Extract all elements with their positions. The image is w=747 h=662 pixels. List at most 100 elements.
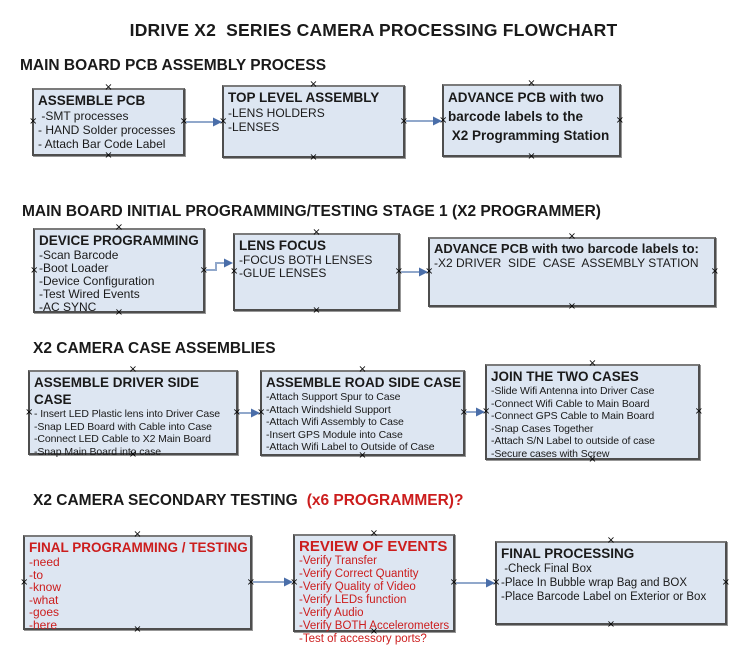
arrow-device-programming-to-lens-focus[interactable] <box>206 258 233 271</box>
arrow-final-programming-to-review[interactable] <box>253 577 293 587</box>
arrow-top-level-to-advance-pcb[interactable] <box>406 116 442 126</box>
list-item: -Scan Barcode <box>39 248 119 262</box>
list-item: - Insert LED Plastic lens into Driver Ca… <box>34 408 221 420</box>
list-item: -Test Wired Events <box>39 287 140 301</box>
list-item: X2 Programming Station <box>448 128 610 143</box>
connection-anchor-icon: × <box>114 222 124 233</box>
box-join-the-two-cases[interactable]: JOIN THE TWO CASES -Slide Wifi Antenna i… <box>482 359 703 465</box>
box-assemble-road-side-case[interactable]: ASSEMBLE ROAD SIDE CASE -Attach Support … <box>257 365 468 461</box>
box-items: -FOCUS BOTH LENSES-GLUE LENSES <box>239 254 398 280</box>
list-item: -Snap Cases Together <box>491 422 594 435</box>
list-item: -Secure cases with Screw <box>491 447 610 460</box>
connection-anchor-icon: × <box>219 115 228 127</box>
box-final-processing[interactable]: FINAL PROCESSING -Check Final Box -Place … <box>492 536 730 630</box>
box-review-of-events[interactable]: REVIEW OF EVENTS -Verify Transfer-Verify… <box>290 529 458 646</box>
arrow-driver-case-to-road-case[interactable] <box>239 408 260 418</box>
connection-anchor-icon: × <box>290 577 299 588</box>
arrow-assemble-pcb-to-top-level[interactable] <box>186 117 222 127</box>
list-item: -know <box>29 580 62 594</box>
list-item: -to <box>29 567 44 582</box>
connection-anchor-icon: × <box>439 114 448 126</box>
section-heading-secondary-testing-red: (x6 PROGRAMMER)? <box>306 492 464 509</box>
box-title: TOP LEVEL ASSEMBLY <box>228 90 380 105</box>
connection-anchor-icon: × <box>257 407 266 418</box>
box-items: -X2 DRIVER SIDE CASE ASSEMBLY STATION <box>434 257 714 270</box>
connection-anchor-icon: × <box>369 528 379 539</box>
arrow-review-to-final-processing[interactable] <box>456 578 495 588</box>
box-items: -Check Final Box -Place In Bubble wrap Ba… <box>501 562 725 604</box>
list-item: -goes <box>29 605 60 619</box>
list-item: -Attach S/N Label to outside of case <box>491 435 655 448</box>
connection-anchor-icon: × <box>312 227 321 238</box>
connection-anchor-icon: × <box>358 364 367 375</box>
arrow-lens-focus-to-advance-pcb[interactable] <box>401 267 428 277</box>
box-title: FINAL PROCESSING <box>501 546 635 561</box>
connection-anchor-icon: × <box>230 266 239 277</box>
list-item: -GLUE LENSES <box>239 266 327 280</box>
section-heading-initial-programming: MAIN BOARD INITIAL PROGRAMMING/TESTING S… <box>22 203 601 220</box>
connection-anchor-icon: × <box>104 150 113 161</box>
list-item: -Connect Wifi Cable to Main Board <box>491 397 650 410</box>
list-item: -FOCUS BOTH LENSES <box>239 253 373 267</box>
box-top-level-assembly[interactable]: TOP LEVEL ASSEMBLY -LENS HOLDERS-LENSES … <box>219 80 408 163</box>
box-title: LENS FOCUS <box>239 238 327 253</box>
list-item: -Connect LED Cable to X2 Main Board <box>34 433 211 446</box>
list-item: - HAND Solder processes <box>38 123 176 137</box>
list-item: -Verify BOTH Accelerometers <box>299 620 450 632</box>
box-assemble-driver-side-case[interactable]: ASSEMBLE DRIVER SIDE CASE - Insert LED P… <box>25 365 241 460</box>
list-item: -Place In Bubble wrap Bag and BOX <box>501 577 688 589</box>
list-item: -X2 DRIVER SIDE CASE ASSEMBLY STATION <box>434 256 699 270</box>
list-item: -Verify Transfer <box>299 555 377 567</box>
list-item: -AC SYNC <box>39 300 97 314</box>
box-title: ASSEMBLE DRIVER SIDE CASE <box>34 375 203 407</box>
section-heading-secondary-testing: X2 CAMERA SECONDARY TESTING (x6 PROGRAMME… <box>33 492 463 510</box>
box-advance-pcb-programming-station[interactable]: ADVANCE PCB with two barcode labels to t… <box>439 79 624 162</box>
box-items: -LENS HOLDERS-LENSES <box>228 106 403 134</box>
list-item: -Boot Loader <box>39 261 109 275</box>
connection-anchor-icon: × <box>527 78 536 89</box>
list-item: -Attach Support Spur to Case <box>266 391 401 403</box>
list-item: -Place Barcode Label on Exterior or Box <box>501 591 707 603</box>
connection-anchor-icon: × <box>25 406 34 418</box>
box-items: X2 Programming Station <box>448 126 619 145</box>
box-title: ADVANCE PCB with two barcode labels to t… <box>448 90 608 124</box>
list-item: -Insert GPS Module into Case <box>266 428 403 441</box>
connection-anchor-icon: × <box>492 577 501 588</box>
list-item: -LENS HOLDERS <box>228 106 325 120</box>
connection-anchor-icon: × <box>309 152 318 163</box>
box-items: - Insert LED Plastic lens into Driver Ca… <box>34 408 236 458</box>
list-item: -Check Final Box <box>501 563 592 575</box>
box-device-programming[interactable]: DEVICE PROGRAMMING -Scan Barcode-Boot Lo… <box>30 223 208 318</box>
list-item: -here <box>29 617 58 632</box>
box-final-programming-testing[interactable]: FINAL PROGRAMMING / TESTING -need-to-kno… <box>20 530 255 635</box>
list-item: -need <box>29 555 60 569</box>
page-title: IDRIVE X2 SERIES CAMERA PROCESSING FLOWC… <box>129 20 618 40</box>
section-heading-pcb-assembly: MAIN BOARD PCB ASSEMBLY PROCESS <box>20 57 327 74</box>
connection-anchor-icon: × <box>606 535 616 546</box>
box-advance-pcb-driver-side[interactable]: ADVANCE PCB with two barcode labels to: … <box>425 232 719 312</box>
box-items: -SMT processes- HAND Solder processes- A… <box>38 109 183 151</box>
connection-anchor-icon: × <box>20 576 29 588</box>
connection-anchor-icon: × <box>482 406 491 417</box>
arrow-road-case-to-join-cases[interactable] <box>466 407 485 417</box>
box-title: FINAL PROGRAMMING / TESTING <box>29 540 248 555</box>
list-item: -Test of accessory ports? <box>299 633 427 645</box>
box-assemble-pcb[interactable]: ASSEMBLE PCB -SMT processes- HAND Solder… <box>29 83 188 161</box>
connection-anchor-icon: × <box>567 231 577 242</box>
list-item: - Attach Bar Code Label <box>38 137 166 151</box>
list-item: -Slide Wifi Antenna into Driver Case <box>491 385 655 397</box>
box-title: DEVICE PROGRAMMING <box>39 233 199 248</box>
list-item: -Verify Quality of Video <box>299 581 416 593</box>
list-item: -LENSES <box>228 120 280 134</box>
box-lens-focus[interactable]: LENS FOCUS -FOCUS BOTH LENSES-GLUE LENSE… <box>230 228 403 316</box>
connection-anchor-icon: × <box>309 79 318 90</box>
list-item: -Connect GPS Cable to Main Board <box>491 410 655 423</box>
list-item: -Snap LED Board with Cable into Case <box>34 420 212 433</box>
list-item: -Device Configuration <box>39 274 155 288</box>
list-item: -Verify LEDs function <box>299 594 407 606</box>
list-item: -Verify Correct Quantity <box>299 568 419 580</box>
section-heading-secondary-testing-black: X2 CAMERA SECONDARY TESTING <box>33 492 298 509</box>
list-item: -what <box>29 592 59 607</box>
box-title: ASSEMBLE ROAD SIDE CASE <box>266 375 462 390</box>
